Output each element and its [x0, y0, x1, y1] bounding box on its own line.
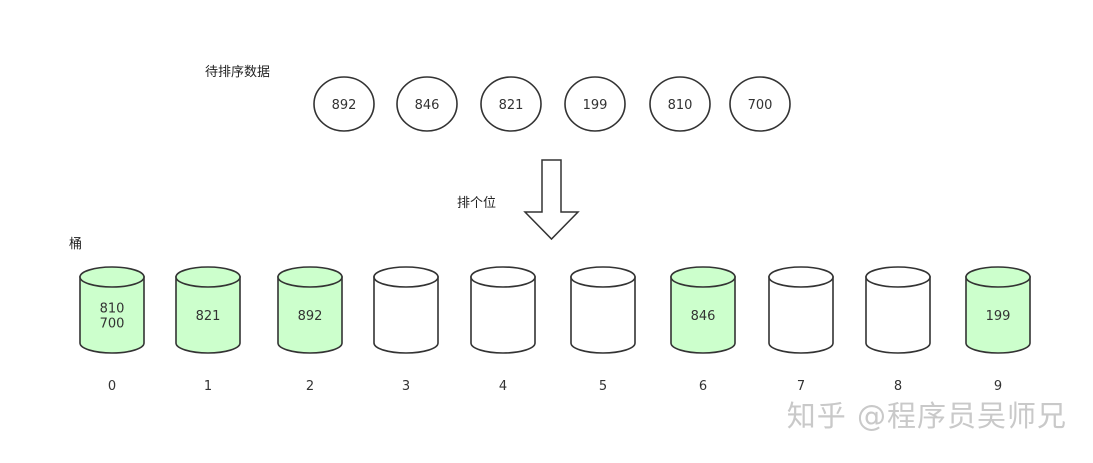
bucket-body [965, 276, 1031, 354]
bucket-top [277, 266, 343, 288]
bucket-item: 700 [100, 317, 125, 332]
bucket-top [670, 266, 736, 288]
bucket-top [79, 266, 145, 288]
bucket-top [175, 266, 241, 288]
bucket-body [175, 276, 241, 354]
watermark: 知乎 @程序员吴师兄 [786, 399, 1067, 433]
bucket-body [570, 276, 636, 354]
input-node-shape [313, 76, 375, 132]
input-node: 810 [649, 76, 711, 132]
bucket: 8 [865, 266, 931, 394]
bucket: 821 1 [175, 266, 241, 394]
bucket: 892 2 [277, 266, 343, 394]
bucket-body [470, 276, 536, 354]
bucket-body [670, 276, 736, 354]
input-node: 700 [729, 76, 791, 132]
step-label: 排个位 [457, 196, 497, 211]
bucket-top [570, 266, 636, 288]
input-node-shape [396, 76, 458, 132]
bucket-index: 9 [994, 379, 1002, 394]
bucket-top [768, 266, 834, 288]
input-node-value: 700 [748, 98, 773, 113]
bucket-index: 7 [797, 379, 805, 394]
input-node: 892 [313, 76, 375, 132]
input-node-value: 892 [332, 98, 357, 113]
input-data-label: 待排序数据 [205, 65, 271, 80]
bucket-top [470, 266, 536, 288]
bucket-body [79, 276, 145, 354]
bucket-body [277, 276, 343, 354]
bucket-index: 4 [499, 379, 507, 394]
input-node: 199 [564, 76, 626, 132]
bucket-label: 桶 [69, 237, 83, 252]
bucket-index: 2 [306, 379, 314, 394]
bucket-item: 892 [298, 309, 323, 324]
input-node-shape [729, 76, 791, 132]
input-node: 821 [480, 76, 542, 132]
bucket: 5 [570, 266, 636, 394]
bucket: 7 [768, 266, 834, 394]
bucket: 3 [373, 266, 439, 394]
bucket-index: 5 [599, 379, 607, 394]
bucket-item: 821 [196, 309, 221, 324]
input-node-value: 810 [668, 98, 693, 113]
bucket-index: 3 [402, 379, 410, 394]
input-node-value: 821 [499, 98, 524, 113]
bucket-index: 6 [699, 379, 707, 394]
bucket: 4 [470, 266, 536, 394]
down-arrow [523, 159, 580, 241]
input-node-value: 199 [583, 98, 608, 113]
bucket-item: 846 [691, 309, 716, 324]
bucket-item: 199 [986, 309, 1011, 324]
bucket-item: 810 [100, 302, 125, 317]
bucket-top [373, 266, 439, 288]
input-node-shape [480, 76, 542, 132]
input-node-value: 846 [415, 98, 440, 113]
bucket-body [768, 276, 834, 354]
input-node-shape [649, 76, 711, 132]
bucket-index: 1 [204, 379, 212, 394]
bucket: 846 6 [670, 266, 736, 394]
bucket-body [373, 276, 439, 354]
bucket-index: 0 [108, 379, 116, 394]
bucket-top [865, 266, 931, 288]
input-node: 846 [396, 76, 458, 132]
bucket-index: 8 [894, 379, 902, 394]
bucket-top [965, 266, 1031, 288]
input-node-shape [564, 76, 626, 132]
bucket-body [865, 276, 931, 354]
